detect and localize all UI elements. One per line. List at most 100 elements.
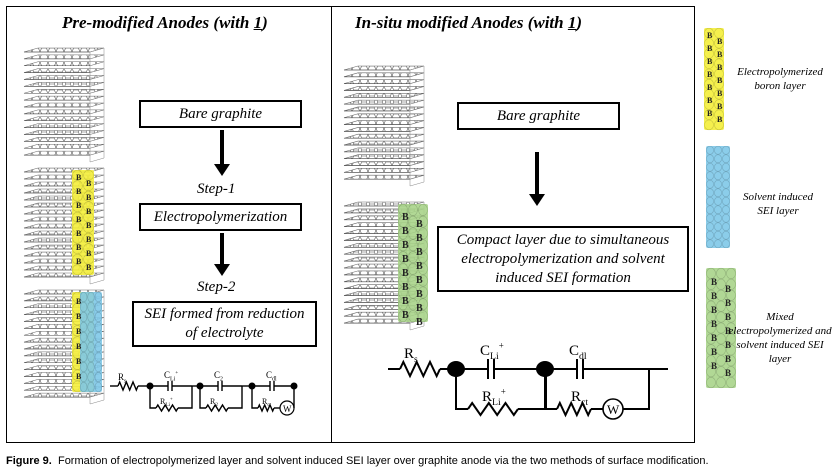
circuit-label: Rct: [262, 397, 272, 408]
boron-letter: B: [402, 226, 409, 237]
boron-letter: B: [402, 268, 409, 279]
boron-letter: B: [76, 372, 82, 381]
boron-letter: B: [711, 305, 717, 315]
circuit-label: Rs: [404, 346, 418, 365]
boron-letter: B: [86, 235, 92, 244]
boron-letter: B: [717, 63, 723, 72]
boron-letter: B: [707, 96, 713, 105]
circuit-label: Cdl: [569, 343, 587, 362]
boron-letter: B: [402, 254, 409, 265]
boron-letter: B: [76, 257, 82, 266]
boron-letter: B: [416, 247, 423, 258]
in-situ-title: In-situ modified Anodes (with 1): [355, 13, 583, 32]
boron-letter: B: [76, 342, 82, 351]
boron-letter: B: [725, 326, 731, 336]
boron-letter: B: [711, 277, 717, 287]
circuit-node: [290, 382, 298, 390]
boron-letter: B: [717, 89, 723, 98]
compact-layer-box: Compact layer due to simultaneous electr…: [437, 226, 689, 292]
boron-letter: B: [402, 240, 409, 251]
resistor: [155, 403, 179, 413]
circuit-label: CLi+: [480, 340, 504, 362]
right-bare-graphite-box: Bare graphite: [457, 102, 620, 130]
arrow-step1: [214, 130, 230, 176]
boron-letter: B: [711, 291, 717, 301]
boron-letter: B: [76, 297, 82, 306]
boron-letter: B: [76, 312, 82, 321]
boron-letter: B: [707, 70, 713, 79]
boron-letter: B: [711, 347, 717, 357]
flow-arrows: [214, 130, 545, 276]
boron-letter: B: [717, 102, 723, 111]
circuit-label: CLi+: [164, 370, 178, 382]
boron-letter: B: [76, 215, 82, 224]
boron-letter: B: [86, 207, 92, 216]
resistor-rs: [117, 380, 139, 392]
arrow-step2: [214, 233, 230, 276]
boron-letter: B: [76, 173, 82, 182]
boron-letter: B: [711, 319, 717, 329]
circuit-label: RLi+: [160, 397, 173, 408]
boron-letter: B: [76, 327, 82, 336]
electropolymerization-box: Electropolymerization: [139, 203, 302, 231]
boron-letter: B: [725, 298, 731, 308]
boron-letter: B: [707, 31, 713, 40]
boron-letter: B: [707, 57, 713, 66]
step-2-label: Step-2: [197, 279, 236, 295]
legend-sei-swatch: [706, 145, 730, 249]
circuit-label: RLi+: [482, 386, 506, 408]
boron-letter: B: [717, 50, 723, 59]
boron-letter: B: [416, 303, 423, 314]
arrow-right: [529, 152, 545, 206]
boron-letter: B: [725, 312, 731, 322]
boron-letter: B: [402, 282, 409, 293]
pre-modified-title: Pre-modified Anodes (with 1): [62, 13, 268, 32]
boron-letter: B: [76, 187, 82, 196]
boron-letter: B: [707, 109, 713, 118]
boron-letter: B: [86, 221, 92, 230]
boron-letter: B: [416, 317, 423, 328]
boron-letter: B: [725, 340, 731, 350]
circuit-label: Cdl: [266, 370, 277, 382]
boron-letter: B: [416, 219, 423, 230]
warburg-label: W: [283, 404, 292, 414]
legend-sei-label: Solvent induced SEI layer: [743, 191, 813, 217]
graphite-stack-bare-left: [23, 47, 105, 163]
boron-letter: B: [707, 44, 713, 53]
boron-letter: B: [86, 263, 92, 272]
boron-letter: B: [402, 310, 409, 321]
circuit-label: Rs: [118, 372, 127, 384]
boron-letter: B: [86, 193, 92, 202]
boron-letter: B: [416, 289, 423, 300]
figure-caption: Figure 9. Formation of electropolymerize…: [6, 455, 709, 467]
legend-boron-label: Electropolymerized boron layer: [737, 66, 823, 92]
resistor: [205, 403, 229, 413]
resistor: [556, 400, 592, 418]
sei-formed-box: SEI formed from reduction of electrolyte: [132, 301, 317, 347]
boron-letter: B: [725, 284, 731, 294]
boron-letter: B: [725, 354, 731, 364]
circuit-label: R2: [210, 397, 218, 408]
circuit-label: Rct: [571, 389, 588, 408]
boron-letter: B: [717, 115, 723, 124]
boron-letter: B: [711, 361, 717, 371]
sei-layer-step2: [80, 291, 102, 393]
warburg-label: W: [607, 402, 620, 417]
graphite-stack-bare-right: [343, 65, 425, 187]
boron-letter: B: [711, 333, 717, 343]
step-1-label: Step-1: [197, 181, 236, 197]
boron-letter: B: [402, 296, 409, 307]
boron-letter: B: [416, 275, 423, 286]
boron-letter: B: [76, 229, 82, 238]
resistor-rs: [399, 359, 441, 379]
boron-letter: B: [76, 243, 82, 252]
